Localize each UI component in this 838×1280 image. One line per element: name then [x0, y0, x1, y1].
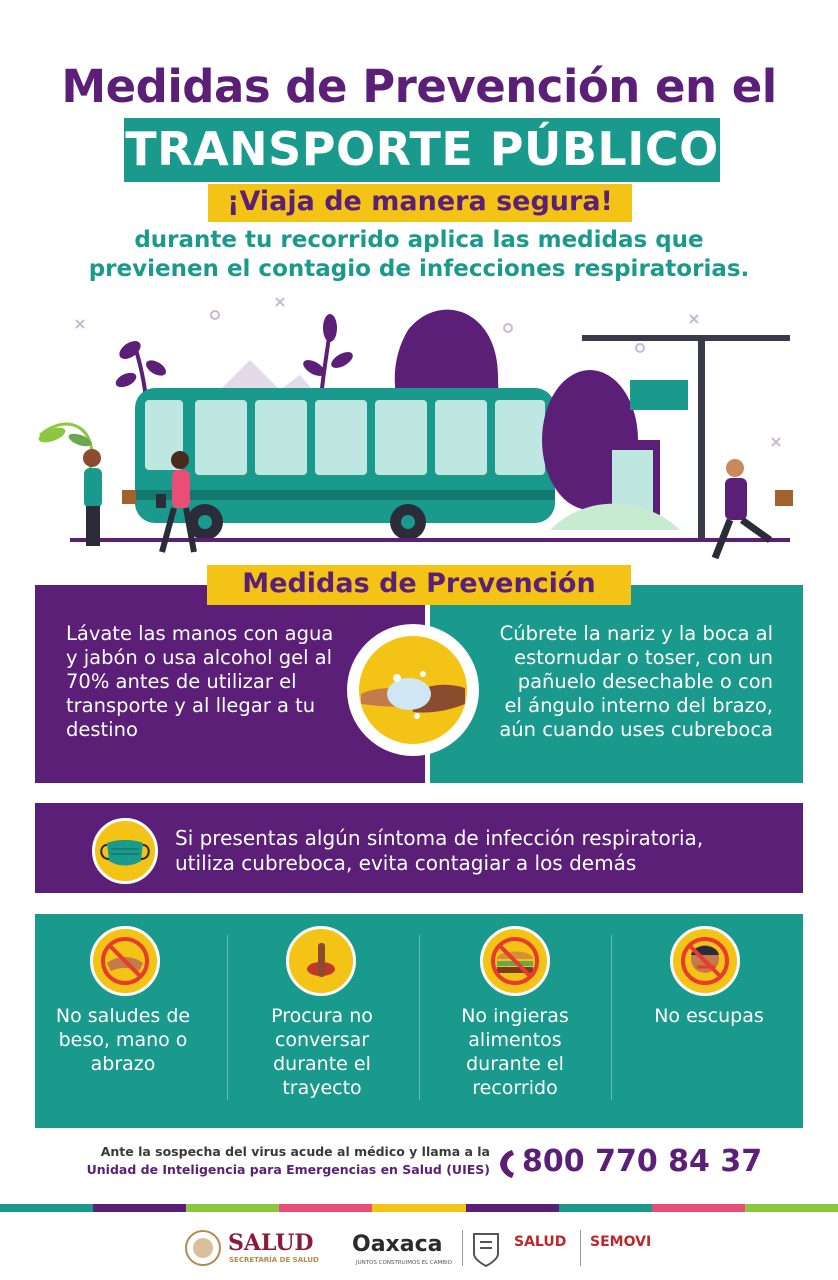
no-talking-icon	[286, 926, 356, 996]
salud-logo: SALUD	[228, 1230, 314, 1256]
cover-cough-text: Cúbrete la nariz y la boca al estornudar…	[499, 622, 773, 741]
prevention-header-banner	[207, 565, 631, 605]
slogan-banner	[208, 184, 632, 222]
mexico-seal-icon	[185, 1230, 221, 1266]
color-stripe	[0, 1204, 838, 1212]
handwash-text: Lávate las manos con agua y jabón o usa …	[66, 622, 334, 741]
salud-logo-subtitle: SECRETARÍA DE SALUD	[229, 1256, 319, 1264]
title-line-2: TRANSPORTE PÚBLICO	[125, 122, 719, 176]
tip-no-talking: Procura no conversar durante el trayecto	[271, 1005, 373, 1099]
tip-no-eating: No ingieras alimentos durante el recorri…	[461, 1005, 569, 1099]
title-banner	[124, 118, 720, 182]
mask-text: Si presentas algún síntoma de infección …	[175, 826, 775, 876]
footer-line-2: Unidad de Inteligencia para Emergencias …	[86, 1162, 490, 1177]
bus-icon	[135, 388, 555, 540]
tip-divider	[227, 935, 228, 1100]
bus-stop-illustration	[38, 297, 793, 560]
tip-divider	[419, 935, 420, 1100]
man-running-icon	[711, 459, 793, 560]
prevention-header: Medidas de Prevención	[242, 568, 596, 599]
logo-divider	[462, 1230, 463, 1266]
handwash-icon	[347, 624, 479, 756]
logo-divider	[580, 1230, 581, 1266]
subtitle-line-2: previenen el contagio de infecciones res…	[88, 256, 750, 282]
subtitle: durante tu recorrido aplica las medidas …	[40, 226, 798, 284]
mask-text-line-1: Si presentas algún síntoma de infección …	[175, 826, 704, 850]
tip-no-greeting: No saludes de beso, mano o abrazo	[55, 1005, 191, 1075]
footer-line-1: Ante la sospecha del virus acude al médi…	[100, 1144, 490, 1159]
oaxaca-logo-subtitle: JUNTOS CONSTRUIMOS EL CAMBIO	[356, 1260, 452, 1266]
woman-walking-icon-2	[156, 451, 197, 553]
emergency-phone-number[interactable]: 800 770 84 37	[522, 1144, 763, 1179]
title-line-1: Medidas de Prevención en el	[61, 60, 777, 113]
salud-oaxaca-logo: SALUD	[514, 1234, 567, 1250]
tip-no-spitting: No escupas	[654, 1005, 764, 1027]
no-eating-icon	[480, 926, 550, 996]
bus-stop-sign	[542, 335, 790, 540]
face-mask-icon	[92, 818, 158, 884]
subtitle-line-1: durante tu recorrido aplica las medidas …	[134, 227, 704, 253]
slogan: ¡Viaja de manera segura!	[227, 186, 613, 217]
no-handshake-icon	[90, 926, 160, 996]
tip-divider	[611, 935, 612, 1100]
mask-text-line-2: utiliza cubreboca, evita contagiar a los…	[175, 851, 637, 875]
phone-icon	[500, 1150, 514, 1178]
oaxaca-logo: Oaxaca	[352, 1232, 443, 1257]
oaxaca-coat-of-arms-icon	[473, 1233, 499, 1268]
woman-walking-icon	[83, 449, 136, 546]
mask-card	[35, 803, 803, 893]
no-spitting-icon	[670, 926, 740, 996]
cover-cough-card	[430, 585, 803, 783]
semovi-logo: SEMOVI	[590, 1234, 652, 1250]
